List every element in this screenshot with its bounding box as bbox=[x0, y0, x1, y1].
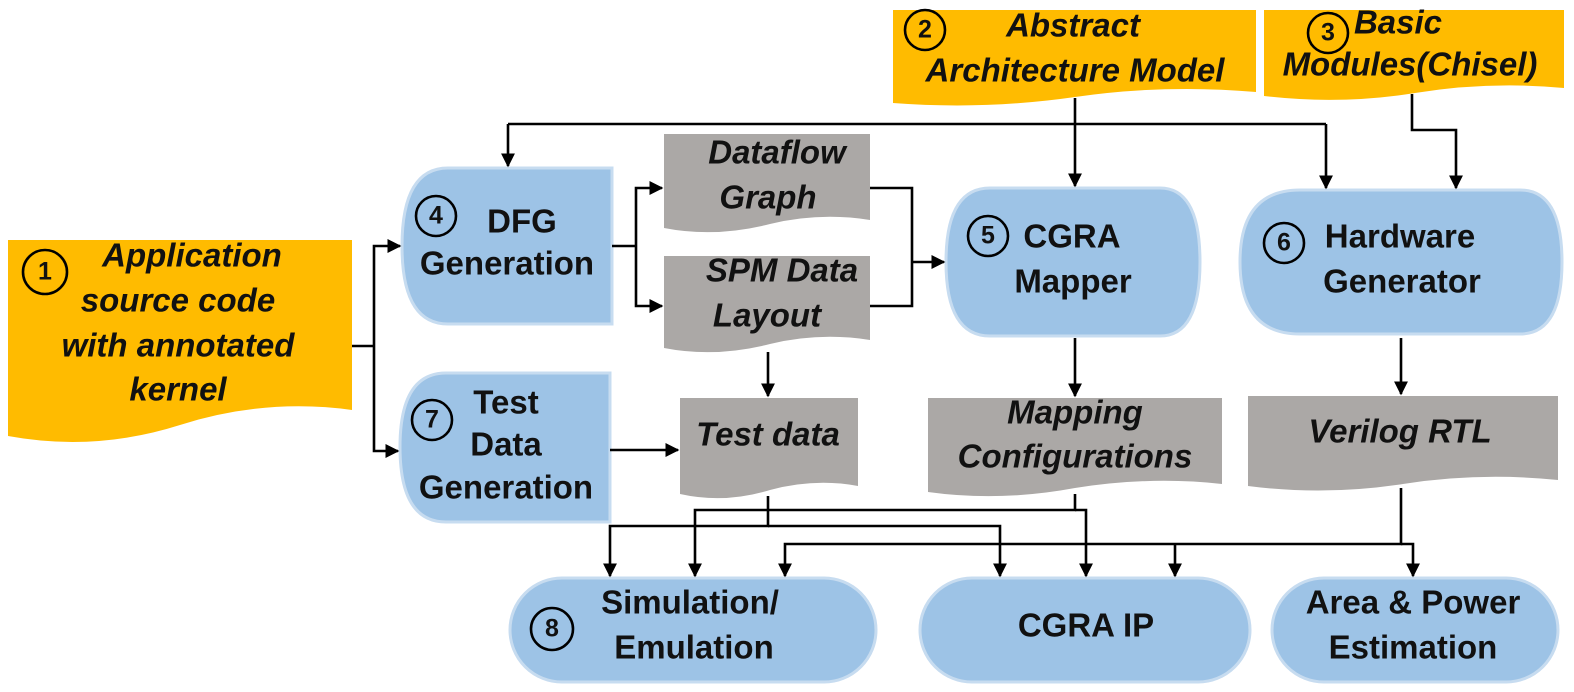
process-label-line: Area & Power bbox=[1306, 584, 1521, 621]
artifact-dataflow-graph: Dataflow Graph bbox=[664, 134, 870, 233]
arrow-config-to-sim bbox=[688, 494, 1077, 578]
process-label-line: Mapper bbox=[1014, 263, 1132, 300]
input-label-line: Abstract bbox=[1005, 7, 1142, 44]
input-label-line: Architecture Model bbox=[925, 52, 1226, 89]
artifact-label-line: Mapping bbox=[1007, 394, 1143, 431]
process-area-power-estimation: Area & Power Estimation bbox=[1270, 576, 1560, 684]
process-label-line: Generation bbox=[420, 245, 594, 282]
process-cgra-mapper: 5 CGRA Mapper bbox=[944, 186, 1202, 338]
arrow-dfg-to-dataflow-graph bbox=[634, 181, 664, 246]
step-number-circle bbox=[966, 214, 1010, 258]
arrow-rtl-to-sim bbox=[778, 488, 1403, 578]
process-label-line: Hardware bbox=[1325, 218, 1475, 255]
process-label-line: Test bbox=[473, 384, 538, 421]
input-label-line: kernel bbox=[129, 371, 227, 408]
input-label-line: Application bbox=[101, 237, 282, 274]
step-number-circle bbox=[410, 398, 454, 442]
process-label-line: Generation bbox=[419, 469, 593, 506]
input-label-line: with annotated bbox=[62, 327, 296, 364]
artifact-label-line: Verilog RTL bbox=[1308, 413, 1491, 450]
step-number-circle bbox=[1262, 221, 1306, 265]
artifact-label-line: Configurations bbox=[958, 438, 1193, 475]
step-number-circle bbox=[1306, 11, 1350, 55]
step-number: 1 bbox=[38, 258, 52, 286]
process-hardware-generator: 6 Hardware Generator bbox=[1238, 188, 1564, 336]
artifact-verilog-rtl: Verilog RTL bbox=[1248, 396, 1558, 491]
artifact-mapping-configurations: Mapping Configurations bbox=[928, 394, 1222, 497]
process-label-line: Estimation bbox=[1329, 629, 1498, 666]
arrow-app-to-dfg bbox=[372, 239, 402, 346]
process-label-line: CGRA bbox=[1023, 218, 1120, 255]
input-application-source: 1 Application source code with annotated… bbox=[8, 237, 352, 442]
arrow-testdata-to-ip bbox=[768, 524, 1007, 578]
artifact-label-line: SPM Data bbox=[706, 252, 858, 289]
artifact-label-line: Graph bbox=[719, 179, 816, 216]
arrow-modules-to-hwgen bbox=[1410, 94, 1463, 190]
arrow-dfg-to-spm bbox=[634, 246, 664, 313]
process-label-line: Generator bbox=[1323, 263, 1481, 300]
step-number-circle bbox=[21, 248, 69, 296]
artifact-label-line: Layout bbox=[713, 297, 823, 334]
step-number: 4 bbox=[429, 202, 443, 230]
step-number-circle bbox=[414, 194, 458, 238]
process-label-line: Emulation bbox=[614, 629, 774, 666]
arrow-config-to-ip bbox=[1075, 508, 1093, 578]
input-basic-modules: 3 Basic Modules(Chisel) bbox=[1264, 4, 1564, 100]
step-number: 8 bbox=[545, 615, 559, 643]
artifact-label-line: Test data bbox=[696, 416, 840, 453]
input-label-line: Modules(Chisel) bbox=[1283, 46, 1538, 83]
process-label-line: Simulation/ bbox=[601, 584, 779, 621]
process-cgra-ip: CGRA IP bbox=[918, 576, 1252, 684]
input-label-line: source code bbox=[81, 282, 275, 319]
input-architecture-model: 2 Abstract Architecture Model bbox=[893, 7, 1256, 106]
artifact-spm-data-layout: SPM Data Layout bbox=[664, 252, 870, 353]
connector bbox=[870, 186, 914, 308]
arrow-app-to-testgen bbox=[372, 346, 400, 458]
step-number-circle bbox=[903, 8, 947, 52]
arrow-testdata-to-sim bbox=[603, 496, 770, 578]
step-number: 2 bbox=[918, 16, 932, 44]
artifact-test-data: Test data bbox=[680, 398, 858, 499]
process-label-line: DFG bbox=[487, 203, 557, 240]
step-number: 3 bbox=[1321, 19, 1335, 47]
process-test-data-generation: 7 Test Data Generation bbox=[398, 371, 612, 524]
process-dfg-generation: 4 DFG Generation bbox=[400, 166, 614, 326]
input-label-line: Basic bbox=[1354, 4, 1442, 41]
step-number: 6 bbox=[1277, 229, 1291, 257]
artifact-label-line: Dataflow bbox=[708, 134, 848, 171]
arrow-rtl-to-area bbox=[1401, 542, 1420, 578]
step-number: 5 bbox=[981, 222, 995, 250]
process-simulation-emulation: 8 Simulation/ Emulation bbox=[508, 576, 878, 684]
connectors bbox=[352, 94, 1463, 578]
step-number: 7 bbox=[425, 406, 439, 434]
process-label-line: Data bbox=[470, 426, 542, 463]
step-number-circle bbox=[529, 606, 575, 652]
process-label-line: CGRA IP bbox=[1018, 607, 1154, 644]
